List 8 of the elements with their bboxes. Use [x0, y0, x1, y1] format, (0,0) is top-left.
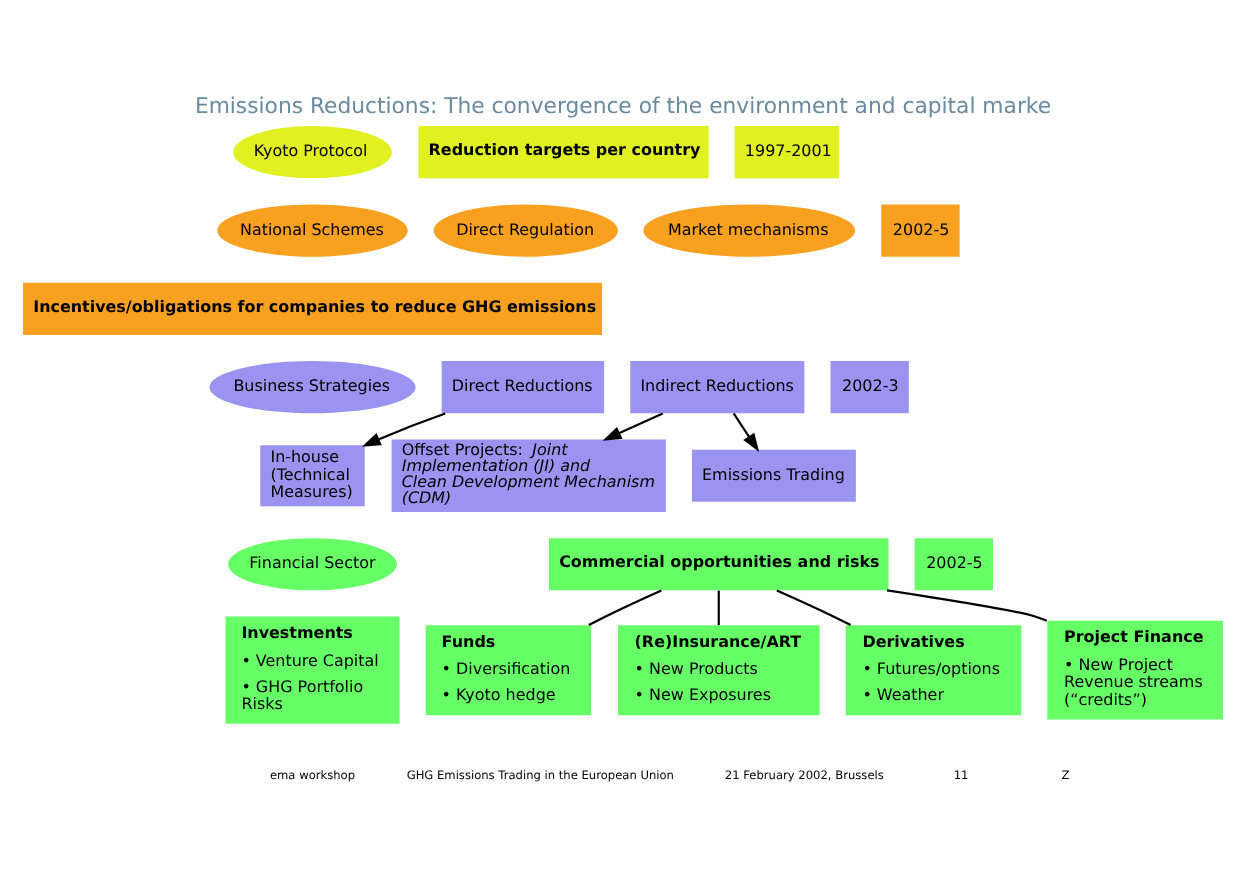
connector	[588, 588, 662, 625]
connector	[717, 589, 720, 625]
connector	[776, 588, 852, 625]
connector	[886, 588, 1048, 621]
arrow	[361, 411, 446, 446]
arrow	[602, 411, 664, 440]
diagram-title: Emissions Reductions: The convergence of the environment and capital marke	[194, 92, 1052, 119]
arrow	[732, 411, 760, 452]
